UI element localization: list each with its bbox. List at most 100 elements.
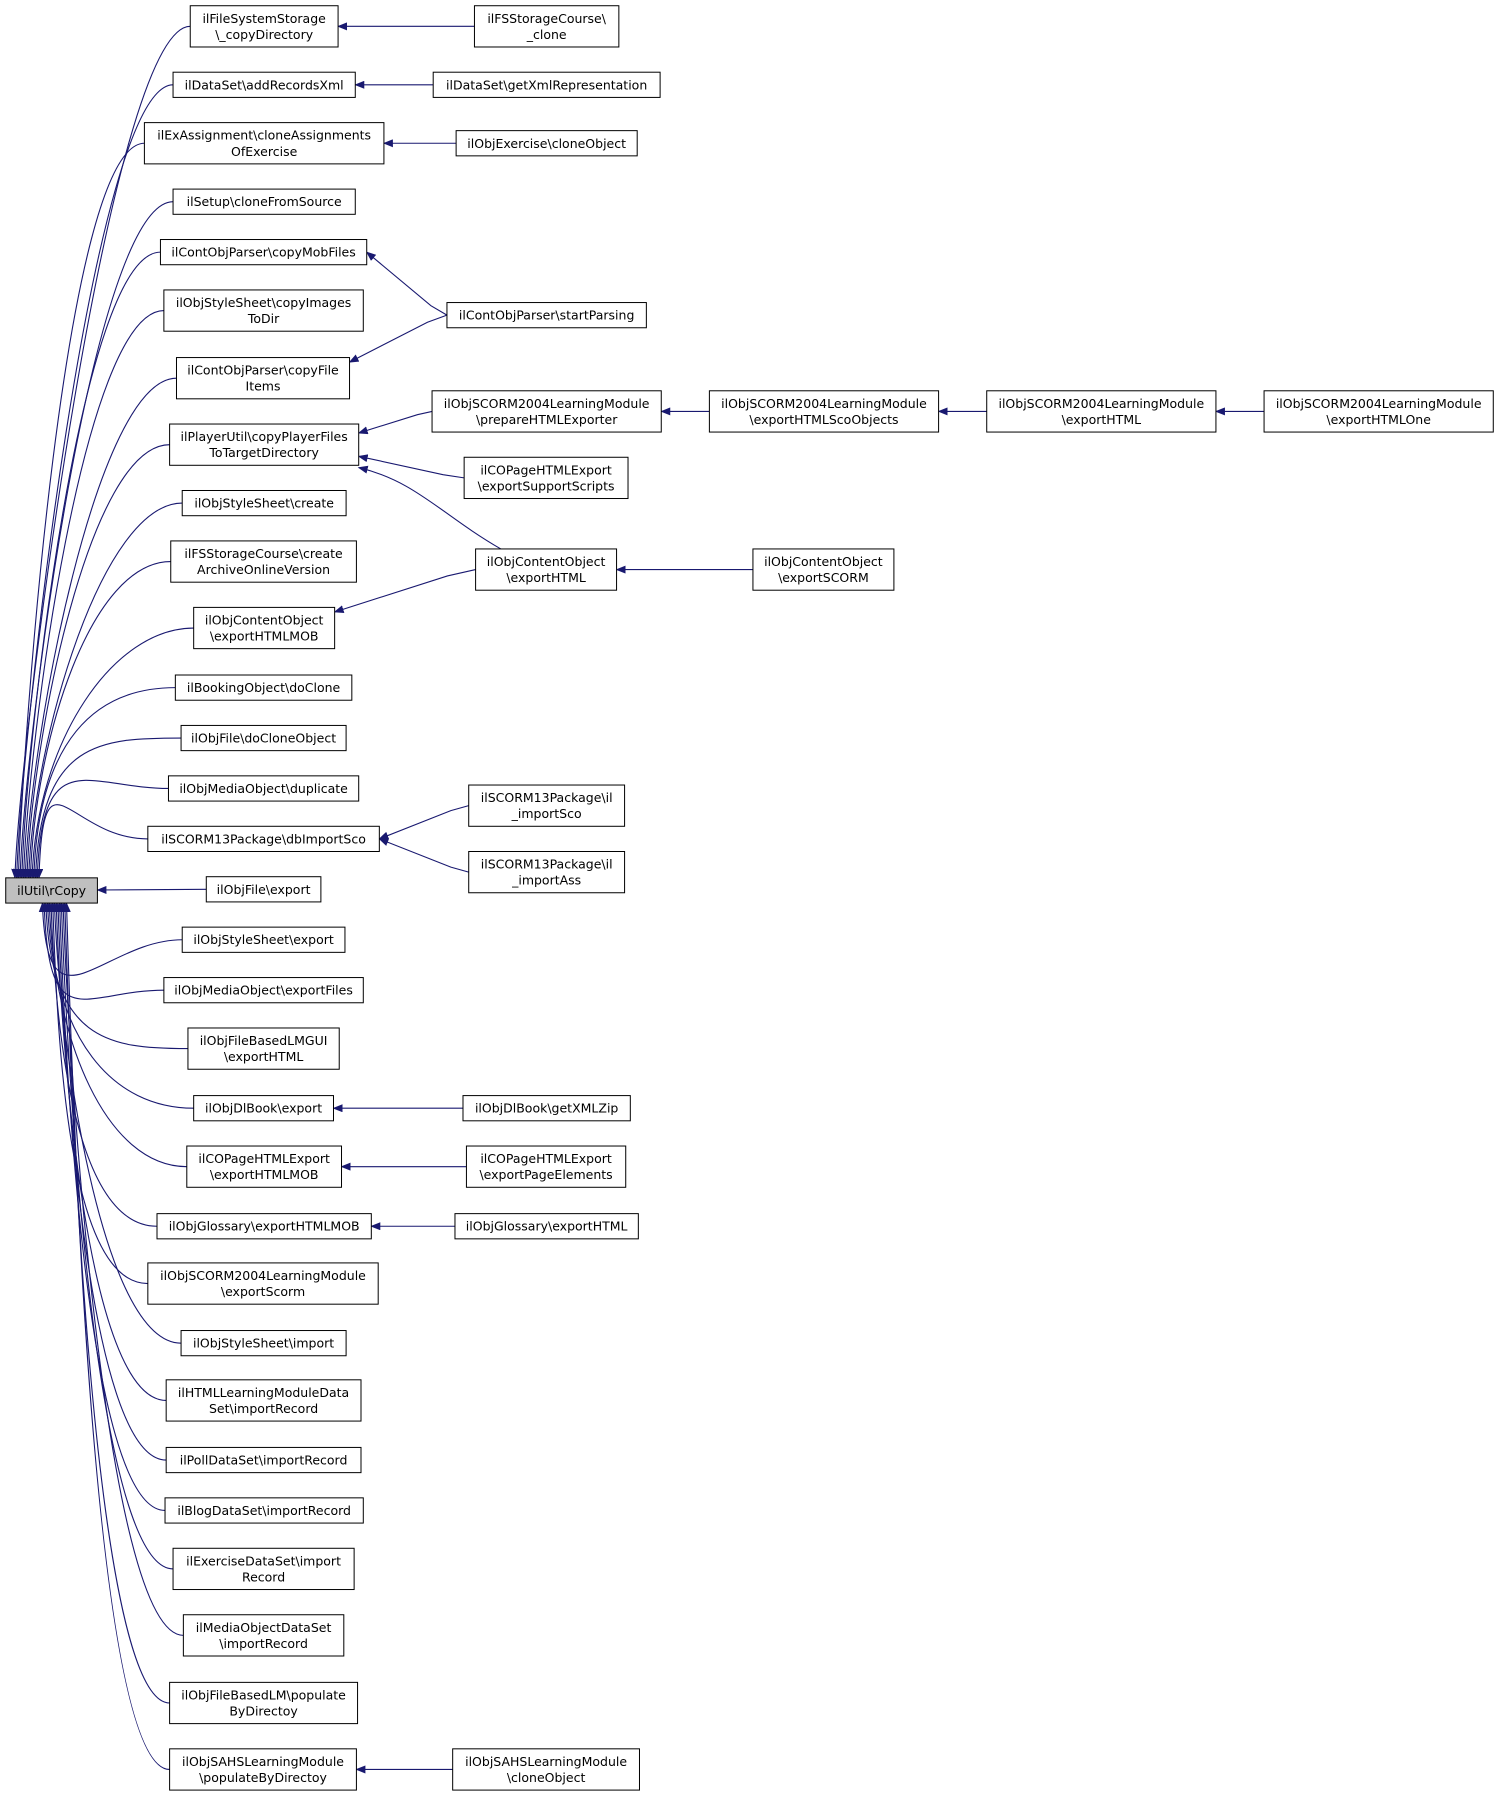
node-fss-copydir[interactable]: ilFileSystemStorage\_copyDirectory bbox=[189, 5, 339, 48]
node-box[interactable] bbox=[446, 302, 647, 329]
node-cope-exphtmlmob[interactable]: ilCOPageHTMLExport\exportHTMLMOB bbox=[186, 1145, 343, 1188]
node-oss-create[interactable]: ilObjStyleSheet\create bbox=[181, 489, 347, 517]
node-box[interactable] bbox=[147, 1262, 379, 1305]
node-og-exphtml[interactable]: ilObjGlossary\exportHTML bbox=[454, 1213, 639, 1240]
node-scorm-expsco[interactable]: ilObjSCORM2004LearningModule\exportHTMLS… bbox=[708, 390, 940, 433]
node-osahs-clone[interactable]: ilObjSAHSLearningModule\cloneObject bbox=[452, 1748, 640, 1791]
node-box[interactable] bbox=[147, 825, 380, 852]
node-cop-copymob[interactable]: ilContObjParser\copyMobFiles bbox=[159, 239, 368, 266]
node-exa-clone[interactable]: ilExAssignment\cloneAssignmentsOfExercis… bbox=[143, 122, 385, 165]
node-box[interactable] bbox=[205, 876, 322, 903]
node-osahs-pop[interactable]: ilObjSAHSLearningModule\populateByDirect… bbox=[169, 1748, 357, 1791]
node-ds-getxml[interactable]: ilDataSet\getXmlRepresentation bbox=[432, 71, 661, 98]
node-root[interactable]: ilUtil\rCopy bbox=[5, 877, 98, 904]
node-box[interactable] bbox=[159, 239, 368, 266]
node-box[interactable] bbox=[165, 1379, 362, 1422]
node-box[interactable] bbox=[708, 390, 940, 433]
node-odl-export[interactable]: ilObjDlBook\export bbox=[193, 1095, 334, 1122]
node-fsc-archive[interactable]: ilFSStorageCourse\createArchiveOnlineVer… bbox=[170, 540, 357, 583]
node-s13-importass[interactable]: ilSCORM13Package\il_importAss bbox=[468, 850, 626, 894]
node-box[interactable] bbox=[164, 1497, 364, 1524]
node-box[interactable] bbox=[432, 71, 661, 98]
node-box[interactable] bbox=[180, 724, 347, 752]
node-box[interactable] bbox=[5, 877, 98, 904]
node-box[interactable] bbox=[165, 1446, 362, 1474]
node-box[interactable] bbox=[452, 1748, 640, 1791]
node-label: ilObjMediaObject\exportFiles bbox=[174, 983, 353, 998]
node-box[interactable] bbox=[986, 390, 1217, 433]
node-of-doclone[interactable]: ilObjFile\doCloneObject bbox=[180, 724, 347, 752]
node-bds-import[interactable]: ilBlogDataSet\importRecord bbox=[164, 1497, 364, 1524]
node-og-exphtmlmob[interactable]: ilObjGlossary\exportHTMLMOB bbox=[156, 1213, 372, 1240]
node-odl-getxml[interactable]: ilObjDlBook\getXMLZip bbox=[462, 1095, 631, 1122]
node-scorm-exphtmlone[interactable]: ilObjSCORM2004LearningModule\exportHTMLO… bbox=[1263, 390, 1494, 433]
node-box[interactable] bbox=[475, 548, 618, 591]
node-oco-exphtml[interactable]: ilObjContentObject\exportHTML bbox=[475, 548, 618, 591]
node-box[interactable] bbox=[463, 456, 629, 500]
node-fsc-clone[interactable]: ilFSStorageCourse\_clone bbox=[473, 5, 620, 48]
node-box[interactable] bbox=[186, 1145, 343, 1188]
node-box[interactable] bbox=[193, 1095, 334, 1122]
node-box[interactable] bbox=[170, 540, 357, 583]
node-box[interactable] bbox=[193, 606, 336, 650]
node-scorm-expscorm[interactable]: ilObjSCORM2004LearningModule\exportScorm bbox=[147, 1262, 379, 1305]
node-box[interactable] bbox=[163, 289, 364, 332]
node-oco-expscorm[interactable]: ilObjContentObject\exportSCORM bbox=[752, 548, 895, 591]
node-box[interactable] bbox=[182, 1614, 345, 1657]
node-eds-import[interactable]: ilExerciseDataSet\importRecord bbox=[172, 1547, 355, 1591]
node-box[interactable] bbox=[454, 1213, 639, 1240]
node-bo-doclone[interactable]: ilBookingObject\doClone bbox=[174, 674, 353, 701]
node-oss-import[interactable]: ilObjStyleSheet\import bbox=[180, 1330, 347, 1357]
node-box[interactable] bbox=[172, 1547, 355, 1591]
node-box[interactable] bbox=[1263, 390, 1494, 433]
node-scorm-prep[interactable]: ilObjSCORM2004LearningModule\prepareHTML… bbox=[431, 390, 662, 433]
node-box[interactable] bbox=[752, 548, 895, 591]
node-box[interactable] bbox=[163, 977, 364, 1004]
node-cope-support[interactable]: ilCOPageHTMLExport\exportSupportScripts bbox=[463, 456, 629, 500]
node-omo-dup[interactable]: ilObjMediaObject\duplicate bbox=[167, 775, 360, 802]
node-box[interactable] bbox=[172, 71, 356, 98]
node-box[interactable] bbox=[189, 5, 339, 48]
node-ofblmgui-exp[interactable]: ilObjFileBasedLMGUI\exportHTML bbox=[187, 1027, 340, 1070]
node-box[interactable] bbox=[462, 1095, 631, 1122]
node-box[interactable] bbox=[187, 1027, 340, 1070]
node-of-export[interactable]: ilObjFile\export bbox=[205, 876, 322, 903]
node-pds-import[interactable]: ilPollDataSet\importRecord bbox=[165, 1446, 362, 1474]
node-box[interactable] bbox=[169, 423, 360, 466]
node-label: \exportHTML bbox=[1062, 412, 1142, 427]
node-box[interactable] bbox=[175, 357, 351, 400]
node-box[interactable] bbox=[174, 674, 353, 701]
node-box[interactable] bbox=[468, 784, 626, 827]
node-s13-importsco[interactable]: ilSCORM13Package\il_importSco bbox=[468, 784, 626, 827]
node-box[interactable] bbox=[181, 489, 347, 517]
node-oco-exphtmlmob[interactable]: ilObjContentObject\exportHTMLMOB bbox=[193, 606, 336, 650]
node-ds-addrec[interactable]: ilDataSet\addRecordsXml bbox=[172, 71, 356, 98]
node-box[interactable] bbox=[156, 1213, 372, 1240]
node-oss-export[interactable]: ilObjStyleSheet\export bbox=[181, 926, 346, 953]
node-pu-copyplayer[interactable]: ilPlayerUtil\copyPlayerFilesToTargetDire… bbox=[169, 423, 360, 466]
node-box[interactable] bbox=[172, 188, 356, 215]
node-mods-import[interactable]: ilMediaObjectDataSet\importRecord bbox=[182, 1614, 345, 1657]
node-box[interactable] bbox=[180, 1330, 347, 1357]
node-box[interactable] bbox=[465, 1145, 627, 1188]
node-box[interactable] bbox=[468, 850, 626, 894]
node-omo-expfiles[interactable]: ilObjMediaObject\exportFiles bbox=[163, 977, 364, 1004]
node-box[interactable] bbox=[181, 926, 346, 953]
node-scorm-exphtml[interactable]: ilObjSCORM2004LearningModule\exportHTML bbox=[986, 390, 1217, 433]
node-ofblm-pop[interactable]: ilObjFileBasedLM\populateByDirectoy bbox=[169, 1681, 359, 1725]
node-box[interactable] bbox=[169, 1748, 357, 1791]
node-oex-clone[interactable]: ilObjExercise\cloneObject bbox=[455, 130, 638, 157]
node-box[interactable] bbox=[473, 5, 620, 48]
node-cope-exppage[interactable]: ilCOPageHTMLExport\exportPageElements bbox=[465, 1145, 627, 1188]
node-box[interactable] bbox=[167, 775, 360, 802]
node-setup-clone[interactable]: ilSetup\cloneFromSource bbox=[172, 188, 356, 215]
node-box[interactable] bbox=[431, 390, 662, 433]
node-box[interactable] bbox=[143, 122, 385, 165]
node-s13-dbimport[interactable]: ilSCORM13Package\dbImportSco bbox=[147, 825, 380, 852]
node-box[interactable] bbox=[455, 130, 638, 157]
node-cop-startparse[interactable]: ilContObjParser\startParsing bbox=[446, 302, 647, 329]
node-box[interactable] bbox=[169, 1681, 359, 1725]
